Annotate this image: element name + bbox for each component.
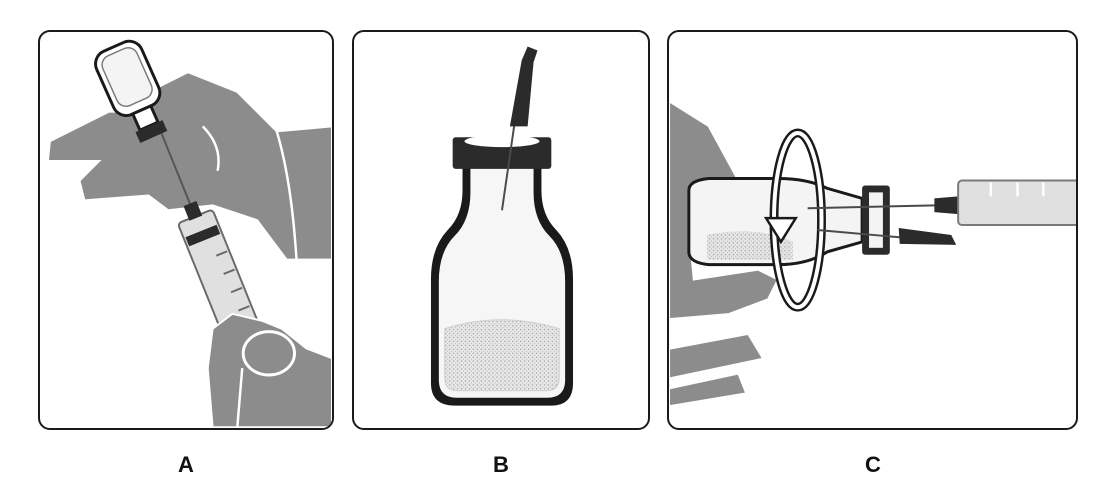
needle-hub bbox=[509, 46, 538, 127]
syringe-hub bbox=[183, 200, 203, 221]
panel-a-illustration bbox=[38, 30, 334, 430]
upper-hand bbox=[46, 71, 332, 261]
panel-b-svg bbox=[430, 46, 574, 406]
lower-hand-thumb bbox=[241, 330, 296, 377]
vial-cap bbox=[135, 120, 168, 143]
vial-stopper-top bbox=[464, 135, 540, 148]
needle bbox=[501, 121, 516, 211]
panel-label-a: A bbox=[178, 452, 194, 477]
vent-needle bbox=[817, 229, 907, 239]
syringe-plunger-stopper bbox=[185, 224, 221, 247]
syringe-needle bbox=[807, 204, 942, 210]
panel-label-c: C bbox=[865, 452, 881, 477]
vial-upside-down bbox=[94, 39, 168, 143]
panel-b-illustration bbox=[352, 30, 650, 430]
panel-c-svg bbox=[669, 100, 1076, 408]
upper-hand-finger-line bbox=[275, 130, 298, 260]
panel-c-illustration bbox=[667, 30, 1078, 430]
panel-a-svg bbox=[46, 39, 332, 428]
panel-label-b: B bbox=[493, 452, 509, 477]
syringe-hub bbox=[934, 196, 959, 215]
syringe-barrel bbox=[957, 179, 1076, 227]
upper-hand-finger-line bbox=[201, 125, 220, 172]
swirl-arrow-head-icon bbox=[763, 216, 799, 245]
powder bbox=[444, 319, 560, 392]
vent-needle-hub bbox=[898, 228, 957, 245]
